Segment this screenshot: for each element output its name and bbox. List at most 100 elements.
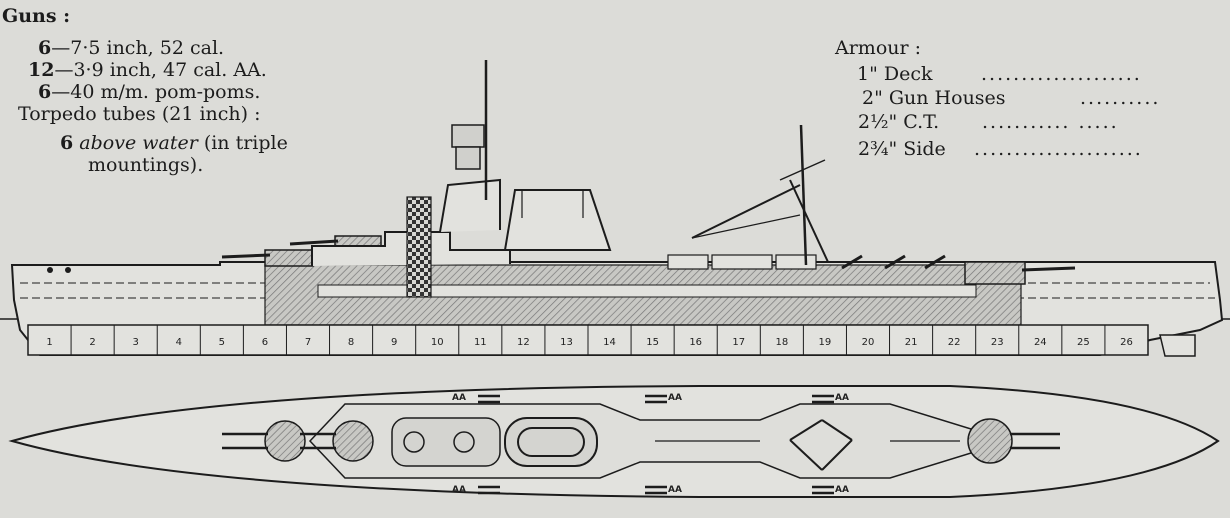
director-top xyxy=(451,124,485,148)
crane-stay xyxy=(691,214,801,239)
gun-item-1: 6—7·5 inch, 52 cal. xyxy=(38,38,224,59)
gun-desc-2: —3·9 inch, 47 cal. AA. xyxy=(54,59,267,81)
aa-label: AA xyxy=(452,485,466,495)
section-number: 16 xyxy=(689,337,702,348)
gun-count-3: 6 xyxy=(38,81,52,103)
armour-dots-side: ..................... xyxy=(974,138,1143,160)
section-number: 20 xyxy=(862,337,875,348)
gun-item-3: 6—40 m/m. pom-poms. xyxy=(38,82,260,103)
section-number: 5 xyxy=(219,337,225,348)
section-number: 13 xyxy=(560,337,573,348)
mainmast xyxy=(799,124,808,266)
plan-turret-a xyxy=(264,420,306,462)
section-number: 17 xyxy=(732,337,745,348)
gun-desc-1: —7·5 inch, 52 cal. xyxy=(51,37,225,59)
section-number: 23 xyxy=(991,337,1004,348)
section-number: 14 xyxy=(603,337,616,348)
armour-dots-ct: ........... ..... xyxy=(982,111,1119,133)
plan-aa-mounts xyxy=(478,394,834,495)
plan-aa-labels: AA AA AA AA AA AA xyxy=(452,393,849,495)
midships-house-2 xyxy=(711,254,773,270)
torpedo-count: 6 xyxy=(60,132,74,154)
section-number: 18 xyxy=(775,337,788,348)
midships-house-3 xyxy=(775,254,817,270)
armour-row-gunhouses: 2" Gun Houses .......... xyxy=(862,88,1202,109)
armour-dots-gunhouses: .......... xyxy=(1080,87,1161,109)
gun-desc-3: —40 m/m. pom-poms. xyxy=(51,81,261,103)
plan-funnel-inner xyxy=(517,427,585,457)
torpedo-line-1: 6 above water (in triple xyxy=(60,133,288,154)
armour-label-side: 2¾" Side xyxy=(858,138,946,160)
aa-gun-aft-2 xyxy=(884,254,906,270)
section-number: 22 xyxy=(948,337,961,348)
belt-inner-gap xyxy=(317,284,977,298)
plan-director-1 xyxy=(403,431,425,453)
plan-bridge xyxy=(391,417,501,467)
section-number: 11 xyxy=(474,337,487,348)
torpedo-title: Torpedo tubes (21 inch) : xyxy=(18,103,261,125)
plan-tripod-3 xyxy=(821,419,853,441)
aa-label: AA xyxy=(668,485,682,495)
plan-view xyxy=(8,385,1220,498)
section-number: 19 xyxy=(819,337,832,348)
gun-count-1: 6 xyxy=(38,37,52,59)
bridge-upper xyxy=(439,178,501,233)
section-number: 4 xyxy=(176,337,182,348)
armour-label-gunhouses: 2" Gun Houses xyxy=(862,87,1006,109)
aa-gun-aft-1 xyxy=(841,254,863,270)
section-number: 6 xyxy=(262,337,268,348)
gun-count-2: 12 xyxy=(28,59,55,81)
section-number: 15 xyxy=(646,337,659,348)
mainmast-strut xyxy=(789,179,829,263)
plan-turret-b xyxy=(332,420,374,462)
bridge-tower-checked xyxy=(406,196,432,298)
section-number: 21 xyxy=(905,337,918,348)
rudder xyxy=(1159,334,1196,357)
armour-dots-deck: .................... xyxy=(981,63,1142,85)
aa-label: AA xyxy=(452,393,466,403)
section-number: 8 xyxy=(348,337,354,348)
funnel xyxy=(503,189,612,251)
yard xyxy=(779,159,826,181)
armour-label-deck: 1" Deck xyxy=(857,63,933,85)
aa-gun-aft-3 xyxy=(924,254,946,270)
armour-row-deck: 1" Deck .................... xyxy=(857,64,1197,85)
section-number: 9 xyxy=(391,337,397,348)
plan-director-2 xyxy=(453,431,475,453)
director-base xyxy=(455,146,481,170)
plan-tripod-4 xyxy=(821,439,853,471)
crane-jib xyxy=(691,184,801,239)
armour-row-ct: 2½" C.T. ........... ..... xyxy=(858,112,1198,133)
turret-fwd-a xyxy=(264,249,314,267)
section-number: 2 xyxy=(89,337,95,348)
armour-label-ct: 2½" C.T. xyxy=(858,111,940,133)
section-number: 25 xyxy=(1077,337,1090,348)
plan-tripod-2 xyxy=(789,439,823,471)
aa-label: AA xyxy=(835,485,849,495)
midships-house-1 xyxy=(667,254,709,270)
gun-barrel-1 xyxy=(221,253,271,259)
section-number: 26 xyxy=(1120,337,1133,348)
guns-title: Guns : xyxy=(2,5,71,27)
gun-barrel-2 xyxy=(289,239,339,246)
torpedo-desc-rest: (in triple xyxy=(197,132,288,154)
armour-title: Armour : xyxy=(835,37,922,59)
aa-label: AA xyxy=(835,393,849,403)
armour-row-side: 2¾" Side ..................... xyxy=(858,139,1198,160)
section-number: 7 xyxy=(305,337,311,348)
section-number: 3 xyxy=(133,337,139,348)
section-number: 1 xyxy=(46,337,52,348)
section-number: 10 xyxy=(431,337,444,348)
anchor-hawse-2 xyxy=(65,267,71,273)
section-number: 12 xyxy=(517,337,530,348)
anchor-hawse-1 xyxy=(47,267,53,273)
funnel-cap xyxy=(521,190,584,218)
gun-barrel-3 xyxy=(1021,266,1076,272)
torpedo-line-2: mountings). xyxy=(88,154,204,176)
plan-turret-aft xyxy=(967,418,1013,464)
section-dividers xyxy=(70,325,1106,355)
aa-label: AA xyxy=(668,393,682,403)
